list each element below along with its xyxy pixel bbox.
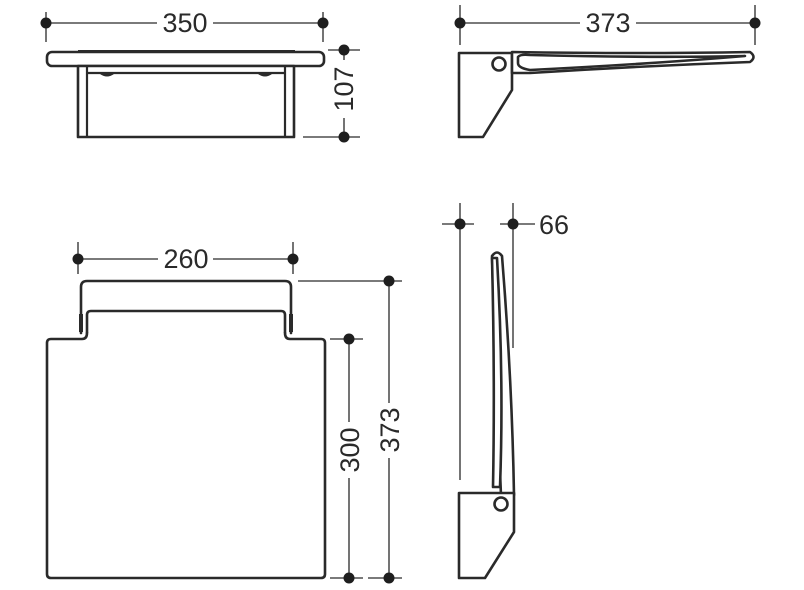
dimension-107: 107 [303,44,360,143]
side-view-folded-down: 373 [454,5,761,139]
dimension-260: 260 [72,242,299,274]
dimension-373-side: 373 [454,5,761,45]
side-view-folded-up: 66 [442,203,569,580]
front-view-folded-down: 350 107 [40,8,360,143]
dimension-350: 350 [40,8,329,42]
top-view: 260 300 373 [45,242,405,584]
dimension-label-folded-depth: 66 [539,210,569,240]
dimension-label-side-depth: 373 [585,8,630,38]
dimension-300: 300 [330,333,365,584]
dimension-66: 66 [442,203,569,480]
wall-bracket-folded [457,491,516,580]
seat-plate-front [45,50,326,68]
seat-plate-top [45,331,327,580]
wall-bracket-side [457,51,514,139]
hinge-pin-folded [493,496,509,512]
dimension-label-bracket-width: 260 [163,244,208,274]
dimension-label-front-height: 107 [329,66,359,111]
dimension-373-top: 373 [298,275,405,584]
dimension-label-total-depth: 373 [375,407,405,452]
hinge-pin [491,56,507,72]
dimension-label-front-width: 350 [162,8,207,38]
seat-body-front [76,64,296,139]
dimension-label-seat-depth: 300 [335,427,365,472]
